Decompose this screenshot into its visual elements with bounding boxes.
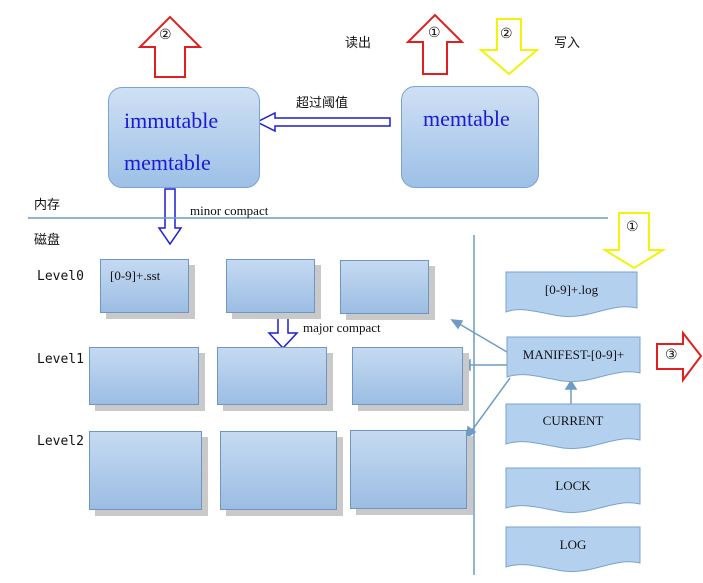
- manifest-file-shape: [506, 336, 641, 383]
- red-up-arrow-2: [137, 15, 203, 78]
- marker-1-red: ①: [428, 26, 441, 41]
- marker-1-yellow: ①: [626, 220, 639, 235]
- sst-level2-2: [220, 431, 337, 510]
- marker-3-red: ③: [665, 348, 678, 363]
- current-label: CURRENT: [542, 413, 604, 428]
- sst-level1-3: [352, 347, 463, 405]
- sst-level2-3: [350, 430, 467, 509]
- sst-level0-3: [340, 260, 429, 314]
- sst-level0-1: [0-9]+.sst: [100, 259, 189, 313]
- lock-label: LOCK: [555, 478, 591, 493]
- manifest-to-level2: [469, 377, 511, 434]
- immutable-memtable-box: immutable memtable: [108, 87, 260, 188]
- minor-compact-label: minor compact: [190, 203, 269, 218]
- minor-compact-arrow: [157, 188, 183, 246]
- memtable-label: memtable: [423, 106, 510, 131]
- red-right-arrow-3: [656, 330, 703, 383]
- memtable-box: memtable: [401, 86, 539, 188]
- marker-2-red: ②: [159, 28, 172, 43]
- manifest-label: MANIFEST-[0-9]+: [522, 347, 625, 362]
- threshold-label: 超过阈值: [296, 96, 349, 111]
- write-label: 写入: [554, 36, 581, 51]
- manifest-to-level0: [455, 321, 508, 353]
- sst-level1-2: [217, 347, 327, 405]
- level0-label: Level0: [37, 269, 84, 284]
- major-compact-arrow: [267, 314, 299, 350]
- immutable-label-line2: memtable: [124, 150, 211, 175]
- sst-level2-1: [89, 431, 202, 510]
- yellow-down-arrow-1: [601, 212, 667, 270]
- disk-label: 磁盘: [34, 233, 61, 248]
- read-label: 读出: [345, 36, 372, 51]
- memory-label: 内存: [34, 198, 61, 213]
- immutable-label-line1: immutable: [124, 108, 219, 133]
- major-compact-label: major compact: [303, 320, 381, 335]
- sst-level0-2: [226, 259, 315, 313]
- log-file-shape: [505, 271, 638, 318]
- log-label: LOG: [559, 537, 587, 552]
- sst-filename: [0-9]+.sst: [110, 268, 161, 283]
- sst-level1-1: [89, 347, 199, 405]
- yellow-down-arrow-2: [478, 18, 540, 76]
- red-up-arrow-1: [405, 13, 465, 75]
- level2-label: Level2: [37, 434, 84, 449]
- log2-file-shape: [505, 526, 641, 573]
- level1-label: Level1: [37, 352, 84, 367]
- lock-file-shape: [505, 467, 641, 514]
- marker-2-yellow: ②: [500, 27, 513, 42]
- threshold-arrow: [255, 111, 391, 133]
- log-file-label: [0-9]+.log: [544, 282, 599, 297]
- current-file-shape: [505, 403, 641, 450]
